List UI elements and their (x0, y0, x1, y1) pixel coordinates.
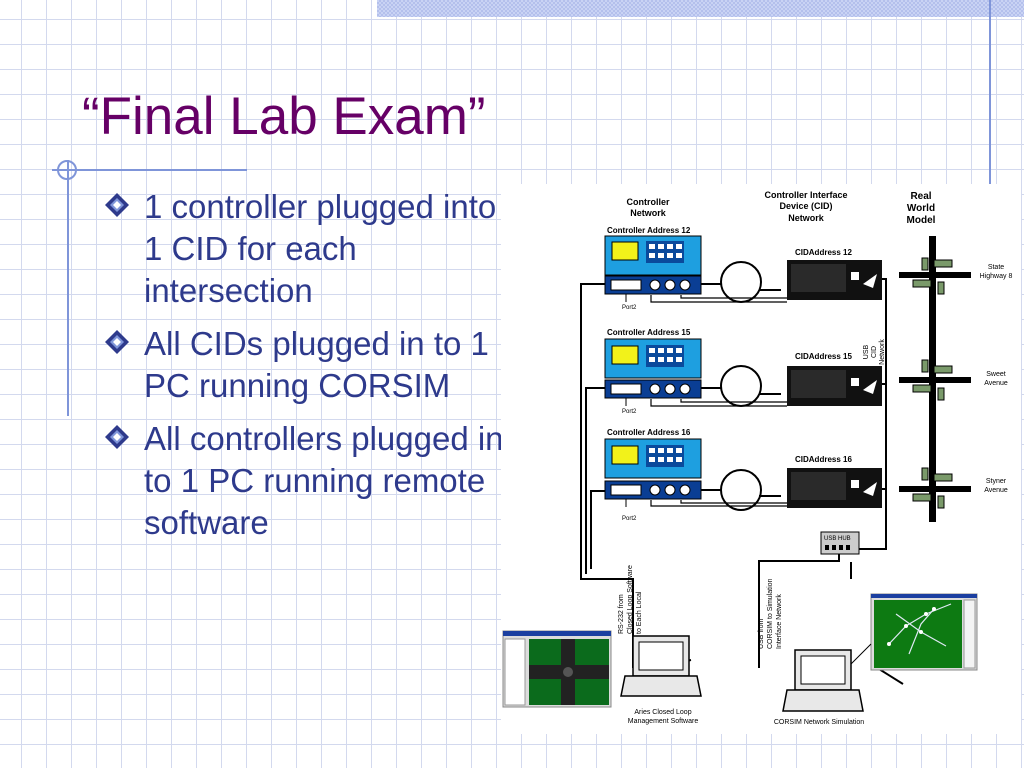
header-line: World (907, 203, 935, 214)
cid-connector (650, 500, 787, 507)
svg-text:CORSIM to Simulation: CORSIM to Simulation (767, 578, 774, 649)
signal-head (912, 467, 953, 509)
usb-cid-network-label: USB CID Network (863, 339, 886, 365)
controller-address-label: Controller Address 15 (607, 328, 691, 337)
bullet-item: 1 controller plugged into 1 CID for each… (104, 186, 504, 312)
header-line: Controller Interface (764, 190, 847, 200)
usb-hub-label: USB HUB (824, 536, 851, 542)
port-label: Port2 (622, 305, 637, 311)
cid-address-label: CIDAddress 16 (795, 455, 852, 464)
road-model (899, 236, 971, 522)
cid-unit: CIDAddress 16 (787, 455, 882, 508)
svg-text:Management Software: Management Software (628, 718, 699, 725)
controller-address-label: Controller Address 16 (607, 428, 691, 437)
diamond-bullet-icon (105, 193, 129, 217)
street-label: Avenue (984, 487, 1008, 494)
street-label: Avenue (984, 380, 1008, 387)
signal-head (912, 359, 953, 401)
controller-address-label: Controller Address 12 (607, 226, 691, 235)
real-world-header: Real World Model (907, 191, 936, 226)
cable-coil (701, 469, 781, 511)
svg-text:USB: USB (863, 344, 870, 359)
street-label: Highway 8 (980, 273, 1013, 280)
street-label: Styner (986, 478, 1007, 485)
bullet-text: 1 controller plugged into 1 CID for each… (144, 188, 497, 309)
svg-text:Aries Closed Loop: Aries Closed Loop (634, 709, 691, 716)
port-label: Port2 (622, 409, 637, 415)
usb-corsim-label: USB from CORSIM to Simulation Interface … (758, 578, 783, 649)
header-line: Device (CID) (779, 201, 832, 211)
header-line: Model (907, 215, 936, 226)
header-line: Real (910, 191, 931, 202)
left-decorative-line (67, 160, 69, 416)
svg-text:RS-232 from: RS-232 from (618, 594, 625, 634)
aries-caption: Aries Closed Loop Management Software (628, 709, 699, 725)
diamond-bullet-icon (105, 425, 129, 449)
bullet-text: All CIDs plugged in to 1 PC running CORS… (144, 325, 489, 404)
street-label: State (988, 264, 1004, 271)
corsim-network-screenshot (870, 593, 978, 671)
signal-head (912, 257, 953, 295)
slide-title: “Final Lab Exam” (82, 87, 486, 146)
decorative-circle (57, 160, 77, 180)
street-labels: State Highway 8 Sweet Avenue Styner Aven… (980, 264, 1013, 494)
port-label: Port2 (622, 516, 637, 522)
cid-unit: CIDAddress 15 (787, 352, 882, 406)
cid-address-label: CIDAddress 12 (795, 248, 852, 257)
corsim-pc (782, 643, 872, 712)
svg-text:Interface Network: Interface Network (776, 594, 783, 649)
right-decorative-line (989, 0, 991, 186)
svg-text:to Each Local: to Each Local (636, 591, 643, 634)
cid-connector (650, 295, 787, 303)
aries-laptop (620, 635, 702, 697)
cid-connector (650, 399, 787, 407)
header-line: Network (788, 213, 825, 223)
street-label: Sweet (986, 371, 1006, 378)
svg-text:CID: CID (871, 346, 878, 358)
usb-hub: USB HUB (820, 531, 860, 555)
bullet-item: All CIDs plugged in to 1 PC running CORS… (104, 323, 504, 407)
controller-unit: Controller Address 12 Port2 (604, 226, 702, 311)
bullet-text: All controllers plugged in to 1 PC runni… (144, 420, 504, 541)
aries-software-screenshot (502, 630, 612, 708)
svg-text:Closed Loop Software: Closed Loop Software (627, 565, 634, 634)
bullet-list: 1 controller plugged into 1 CID for each… (104, 186, 504, 555)
network-diagram: Controller Network Controller Interface … (501, 184, 1021, 734)
cid-unit: CIDAddress 12 (787, 248, 882, 300)
header-line: Network (630, 208, 667, 218)
rs232-label: RS-232 from Closed Loop Software to Each… (618, 565, 643, 634)
controller-network-header: Controller Network (626, 197, 669, 218)
header-line: Controller (626, 197, 669, 207)
cid-network-header: Controller Interface Device (CID) Networ… (764, 190, 847, 223)
svg-text:Network: Network (879, 339, 886, 365)
bullet-item: All controllers plugged in to 1 PC runni… (104, 418, 504, 544)
top-decorative-bar (377, 0, 1024, 17)
svg-text:USB from: USB from (758, 618, 765, 649)
controller-unit: Controller Address 16 Port2 (604, 428, 702, 522)
corsim-caption: CORSIM Network Simulation (774, 719, 864, 726)
title-underline (52, 169, 247, 171)
cid-address-label: CIDAddress 15 (795, 352, 852, 361)
diamond-bullet-icon (105, 330, 129, 354)
